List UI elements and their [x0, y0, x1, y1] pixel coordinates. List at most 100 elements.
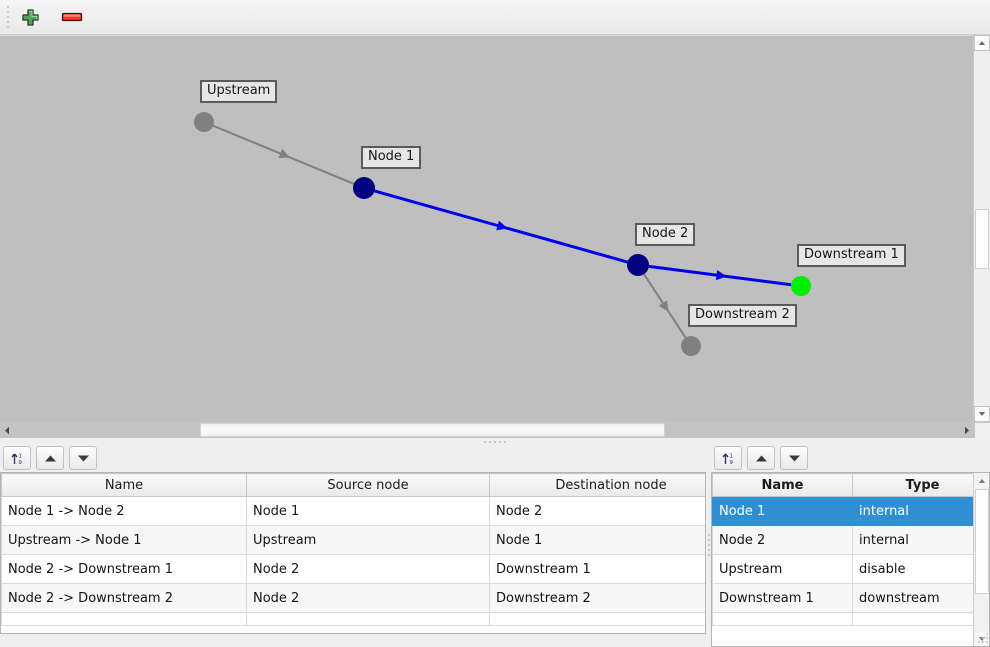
table-cell[interactable]: Node 1 [247, 497, 490, 526]
graph-drawing [0, 36, 974, 439]
table-cell[interactable]: internal [853, 526, 990, 555]
table-cell[interactable]: Downstream 2 [490, 584, 707, 613]
edges-move-down-button[interactable] [69, 446, 97, 470]
table-empty-row [713, 613, 990, 626]
caret-up-icon [978, 40, 986, 46]
nodes-scroll-up-button[interactable] [974, 473, 989, 488]
scroll-left-button[interactable] [0, 422, 14, 438]
table-cell[interactable]: Node 1 -> Node 2 [2, 497, 247, 526]
table-cell-empty [490, 613, 707, 626]
caret-down-icon [978, 411, 986, 417]
nodes-sort-order-button[interactable]: 1 9 [714, 446, 742, 470]
caret-up-icon [978, 478, 986, 484]
scroll-right-button[interactable] [960, 422, 974, 438]
table-cell[interactable]: Node 2 [490, 497, 707, 526]
nodes-grid-vscroll-thumb[interactable] [975, 489, 989, 594]
arrow-up-icon [44, 454, 57, 463]
graph-node-upstream[interactable] [194, 112, 214, 132]
add-button[interactable] [15, 4, 45, 30]
table-cell[interactable]: Node 2 -> Downstream 2 [2, 584, 247, 613]
graph-node-label-node2[interactable]: Node 2 [635, 223, 695, 246]
table-cell[interactable]: Node 2 -> Downstream 1 [2, 555, 247, 584]
scrollbar-corner [974, 422, 990, 438]
graph-node-label-downstream1[interactable]: Downstream 1 [797, 244, 906, 267]
nodes-move-up-button[interactable] [747, 446, 775, 470]
column-header-source-node[interactable]: Source node [247, 474, 490, 497]
sort-order-icon: 1 9 [10, 451, 25, 466]
column-header-destination-node[interactable]: Destination node [490, 474, 707, 497]
plus-icon [21, 8, 40, 27]
graph-node-downstream1[interactable] [791, 276, 811, 296]
arrow-up-icon [755, 454, 768, 463]
sort-order-icon: 1 9 [721, 451, 736, 466]
canvas-hscroll-thumb[interactable] [200, 423, 665, 437]
scroll-up-button[interactable] [974, 35, 990, 51]
table-cell[interactable]: Upstream -> Node 1 [2, 526, 247, 555]
table-cell[interactable]: disable [853, 555, 990, 584]
graph-node-downstream2[interactable] [681, 336, 701, 356]
scroll-down-button[interactable] [974, 406, 990, 422]
graph-node-label-downstream2[interactable]: Downstream 2 [688, 304, 797, 327]
nodes-grid-vertical-scrollbar[interactable] [973, 473, 989, 646]
canvas-vertical-scrollbar[interactable] [973, 35, 990, 422]
graph-node-label-upstream[interactable]: Upstream [200, 80, 277, 103]
table-cell-empty [247, 613, 490, 626]
canvas-horizontal-scrollbar[interactable] [0, 422, 974, 438]
canvas-vscroll-thumb[interactable] [975, 209, 989, 269]
arrow-down-icon [77, 454, 90, 463]
canvas-vscroll-track[interactable] [974, 51, 990, 406]
table-cell[interactable]: Upstream [713, 555, 853, 584]
table-cell-empty [2, 613, 247, 626]
table-cell[interactable]: Upstream [247, 526, 490, 555]
window-resize-grip[interactable] [975, 630, 988, 643]
table-cell[interactable]: Downstream 1 [490, 555, 707, 584]
table-cell[interactable]: Downstream 1 [713, 584, 853, 613]
nodes-pane-toolbar: 1 9 [711, 444, 990, 472]
toolbar-drag-handle[interactable] [3, 6, 13, 28]
table-cell-empty [853, 613, 990, 626]
caret-left-icon [4, 426, 10, 435]
table-cell[interactable]: internal [853, 497, 990, 526]
table-cell-empty [713, 613, 853, 626]
graph-node-node1[interactable] [353, 177, 375, 199]
column-header-type[interactable]: Type [853, 474, 990, 497]
table-cell[interactable]: Node 1 [490, 526, 707, 555]
column-header-name[interactable]: Name [713, 474, 853, 497]
main-toolbar [0, 0, 990, 35]
table-empty-row [2, 613, 707, 626]
caret-right-icon [964, 426, 970, 435]
column-header-name[interactable]: Name [2, 474, 247, 497]
graph-edge-arrow-node2-downstream2 [659, 300, 669, 312]
graph-node-label-node1[interactable]: Node 1 [361, 146, 421, 169]
graph-node-node2[interactable] [627, 254, 649, 276]
table-cell[interactable]: Node 2 [247, 584, 490, 613]
table-cell[interactable]: Node 1 [713, 497, 853, 526]
edges-sort-order-button[interactable]: 1 9 [3, 446, 31, 470]
svg-text:9: 9 [18, 460, 22, 466]
nodes-move-down-button[interactable] [780, 446, 808, 470]
table-cell[interactable]: Node 2 [713, 526, 853, 555]
svg-text:1: 1 [729, 453, 733, 459]
svg-text:9: 9 [729, 460, 733, 466]
edges-move-up-button[interactable] [36, 446, 64, 470]
table-cell[interactable]: downstream [853, 584, 990, 613]
remove-button[interactable] [57, 4, 87, 30]
minus-icon [61, 10, 83, 24]
table-cell[interactable]: Node 2 [247, 555, 490, 584]
